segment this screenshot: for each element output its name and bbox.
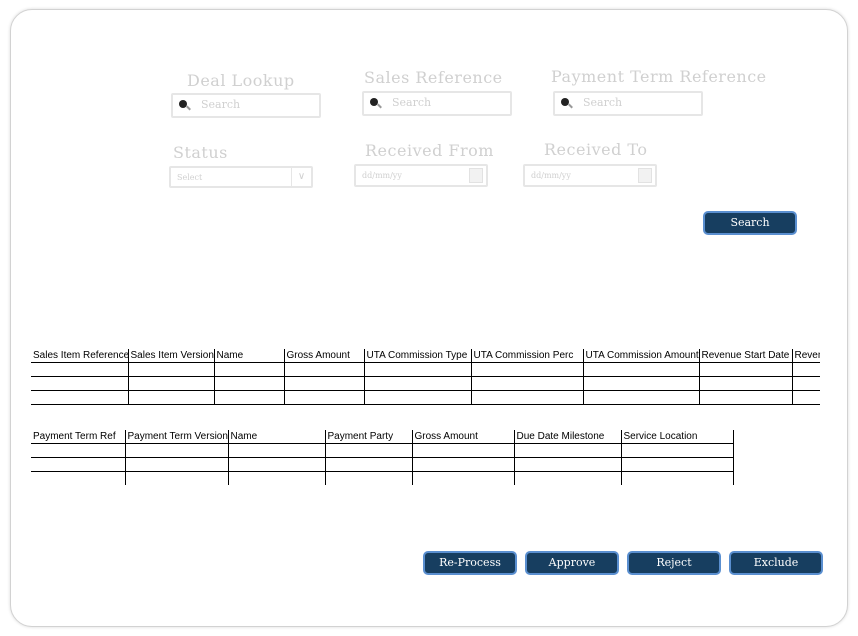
- column-header[interactable]: Payment Term Version: [124, 430, 228, 444]
- sales-reference-placeholder: Search: [392, 96, 432, 109]
- reprocess-button[interactable]: Re-Process: [423, 551, 517, 575]
- table-header-row: Sales Item Reference Sales Item Version …: [31, 349, 820, 363]
- chevron-down-icon[interactable]: ∨: [291, 168, 311, 186]
- reject-button[interactable]: Reject: [627, 551, 721, 575]
- status-placeholder: Select: [177, 173, 203, 182]
- sales-reference-label: Sales Reference: [364, 68, 503, 87]
- payment-term-reference-input[interactable]: Search: [553, 91, 703, 116]
- sales-items-table: Sales Item Reference Sales Item Version …: [31, 349, 820, 405]
- table-row[interactable]: [31, 443, 733, 458]
- search-icon: [370, 98, 378, 106]
- column-header[interactable]: Service Location: [620, 430, 733, 444]
- table-row[interactable]: [31, 471, 733, 485]
- column-header[interactable]: UTA Commission Type: [363, 349, 471, 363]
- column-header[interactable]: Gross Amount: [283, 349, 364, 363]
- calendar-icon[interactable]: [638, 168, 652, 183]
- column-header[interactable]: UTA Commission Amount: [582, 349, 699, 363]
- received-from-label: Received From: [365, 141, 494, 160]
- exclude-button[interactable]: Exclude: [729, 551, 823, 575]
- table-header-row: Payment Term Ref Payment Term Version Na…: [31, 430, 733, 444]
- payment-term-reference-placeholder: Search: [583, 96, 623, 109]
- search-icon: [561, 98, 569, 106]
- table-row[interactable]: [31, 376, 820, 391]
- column-header[interactable]: Reven: [791, 349, 820, 363]
- sales-reference-input[interactable]: Search: [362, 91, 512, 116]
- table-row[interactable]: [31, 457, 733, 472]
- status-label: Status: [173, 143, 228, 162]
- payment-term-reference-label: Payment Term Reference: [551, 67, 767, 86]
- received-to-label: Received To: [544, 140, 648, 159]
- deal-lookup-label: Deal Lookup: [187, 71, 295, 90]
- calendar-icon[interactable]: [469, 168, 483, 183]
- column-header[interactable]: Due Date Milestone: [513, 430, 621, 444]
- column-header[interactable]: Sales Item Version: [127, 349, 214, 363]
- received-from-input[interactable]: dd/mm/yy: [354, 164, 488, 187]
- received-to-input[interactable]: dd/mm/yy: [523, 164, 657, 187]
- table-row[interactable]: [31, 362, 820, 377]
- deal-lookup-input[interactable]: Search: [171, 93, 321, 118]
- column-header[interactable]: Name: [213, 349, 284, 363]
- search-button[interactable]: Search: [703, 211, 797, 235]
- status-select[interactable]: Select ∨: [169, 166, 313, 188]
- search-icon: [179, 100, 187, 108]
- received-from-placeholder: dd/mm/yy: [362, 171, 402, 180]
- column-header[interactable]: Sales Item Reference: [31, 349, 128, 363]
- deal-lookup-placeholder: Search: [201, 98, 241, 111]
- approve-button[interactable]: Approve: [525, 551, 619, 575]
- column-header[interactable]: Gross Amount: [411, 430, 514, 444]
- payment-terms-table: Payment Term Ref Payment Term Version Na…: [31, 430, 734, 485]
- column-header[interactable]: UTA Commission Perc: [470, 349, 583, 363]
- table-row[interactable]: [31, 390, 820, 405]
- received-to-placeholder: dd/mm/yy: [531, 171, 571, 180]
- column-header[interactable]: Payment Term Ref: [31, 430, 125, 444]
- column-header[interactable]: Payment Party: [324, 430, 412, 444]
- column-header[interactable]: Name: [227, 430, 325, 444]
- column-header[interactable]: Revenue Start Date: [698, 349, 792, 363]
